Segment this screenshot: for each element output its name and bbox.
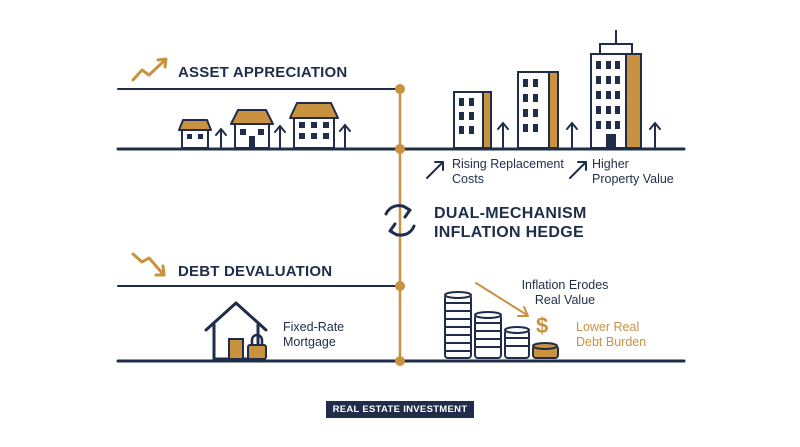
- footer-badge: REAL ESTATE INVESTMENT: [326, 401, 474, 418]
- up-arrow-icon: [215, 127, 227, 148]
- building-icon-medium: [517, 71, 559, 149]
- coin-stack-icon: [532, 342, 559, 359]
- lock-icon: [247, 333, 267, 360]
- asset-appreciation-heading: ASSET APPRECIATION: [178, 64, 348, 81]
- burden-line1: Lower Real: [576, 320, 640, 334]
- mortgage-line1: Fixed-Rate: [283, 320, 345, 334]
- up-arrow-icon: [339, 123, 351, 148]
- house-icon-small: [178, 119, 212, 149]
- up-arrow-icon: [274, 124, 286, 148]
- diagonal-up-arrow-icon: [426, 161, 444, 179]
- coin-stack-icon: [504, 326, 530, 359]
- up-arrow-icon: [497, 121, 509, 148]
- up-arrow-icon: [649, 121, 661, 148]
- coin-stack-icon: [474, 311, 502, 359]
- center-title-line1: DUAL-MECHANISM: [434, 205, 587, 222]
- higher-value-line2: Property Value: [592, 172, 674, 186]
- house-icon: [204, 301, 268, 361]
- diagonal-up-arrow-icon: [569, 161, 587, 179]
- building-icon-small: [453, 91, 492, 149]
- dollar-icon: $: [536, 313, 549, 338]
- erodes-line2: Real Value: [534, 293, 596, 307]
- center-title-line2: INFLATION HEDGE: [434, 224, 584, 241]
- decline-arrow-icon: [475, 282, 529, 317]
- house-icon-medium: [230, 109, 274, 149]
- burden-line2: Debt Burden: [576, 335, 647, 349]
- rising-costs-line2: Costs: [452, 172, 484, 186]
- house-icon-large: [289, 102, 339, 149]
- trend-up-arrow-icon: [131, 57, 168, 82]
- rising-costs-line1: Rising Replacement: [452, 157, 564, 171]
- building-icon-tall: [590, 30, 642, 149]
- up-arrow-icon: [566, 121, 578, 148]
- central-spine: [395, 84, 405, 366]
- higher-value-line1: Higher: [592, 157, 629, 171]
- coin-stack-icon: [444, 291, 472, 359]
- erodes-line1: Inflation Erodes: [521, 278, 609, 292]
- mortgage-line2: Mortgage: [283, 335, 336, 349]
- trend-down-arrow-icon: [131, 252, 166, 277]
- cycle-arrows-icon: [384, 204, 416, 237]
- debt-devaluation-heading: DEBT DEVALUATION: [178, 263, 333, 280]
